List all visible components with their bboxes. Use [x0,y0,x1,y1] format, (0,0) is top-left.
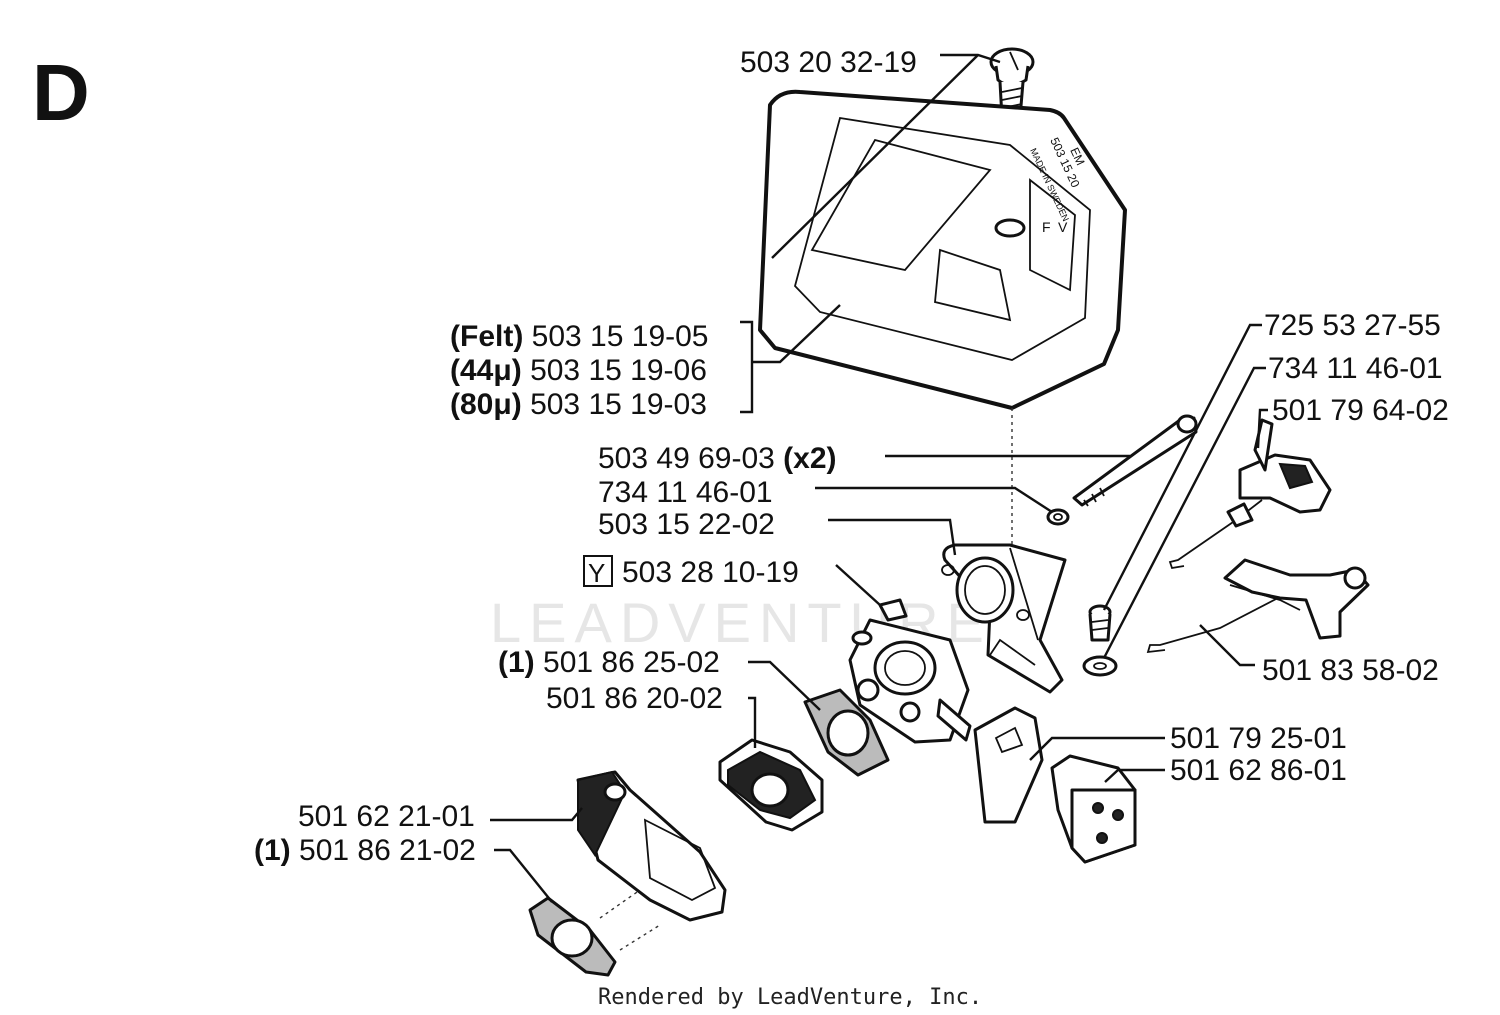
intake-flange-drawing [576,770,727,922]
label-filter-80: (80μ) 503 15 19-03 [450,388,707,421]
washer-left-drawing [1046,508,1070,526]
insulator-drawing [718,738,824,832]
leader-gasket-lower [494,848,553,903]
cover-mark-4: F [1042,219,1051,235]
leader-block [1104,768,1165,783]
filter-holder-drawing [941,543,1067,694]
label-screw-top: 503 20 32-19 [740,46,917,79]
throttle-link-drawing [1146,558,1370,654]
leader-filter-holder [828,518,957,556]
leader-washer-left [815,486,1053,514]
label-screw-right: 725 53 27-55 [1264,309,1441,342]
block-drawing [1050,754,1137,864]
carburetor-number: 503 28 10-19 [622,556,799,589]
gasket-upper-drawing [803,688,890,777]
screw-right-drawing [1088,604,1112,642]
cover-mark-2: EM [1067,145,1087,167]
leader-filter [752,304,841,364]
label-plate: 501 79 25-01 [1170,722,1347,755]
filter-cover-drawing: 503 15 20 EM MADE IN SWEDEN F V [758,89,1127,545]
carburetor-marker: Y [588,558,605,588]
footer-credit: Rendered by LeadVenture, Inc. [598,985,982,1010]
long-bolt-drawing [1072,414,1198,507]
label-choke-lever: 501 79 64-02 [1272,394,1449,427]
leader-choke-lever [1256,408,1268,449]
label-carburetor: Y 503 28 10-19 [583,555,799,589]
washer-right-drawing [1082,655,1118,677]
leader-screw-top-down [771,54,979,259]
label-long-bolt: 503 49 69-03 (x2) [598,442,837,475]
label-gasket-upper: (1) 501 86 25-02 [498,646,720,679]
label-intake-flange: 501 62 21-01 [298,800,475,833]
leader-throttle-link [1199,624,1255,667]
label-throttle-link: 501 83 58-02 [1262,654,1439,687]
section-letter: D [32,48,90,137]
leader-washer-right [1102,366,1266,659]
label-block: 501 62 86-01 [1170,754,1347,787]
leader-carburetor [835,564,881,606]
leader-insulator [748,696,757,748]
leader-plate [1029,736,1165,761]
leader-intake-flange [490,807,583,822]
leader-screw-right [1102,323,1262,611]
label-filter-felt: (Felt) 503 15 19-05 [450,320,709,353]
carburetor-marker-box [583,555,613,587]
gasket-lower-drawing [528,889,661,977]
plate-drawing [973,706,1044,824]
label-filter-44: (44μ) 503 15 19-06 [450,354,707,387]
label-insulator: 501 86 20-02 [546,682,723,715]
label-filter-holder: 503 15 22-02 [598,508,775,541]
choke-lever-drawing [1168,418,1332,570]
label-washer-left: 734 11 46-01 [598,476,773,509]
leader-gasket-upper [748,660,821,711]
label-washer-right: 734 11 46-01 [1268,352,1443,385]
carburetor-drawing [848,598,972,744]
label-gasket-lower: (1) 501 86 21-02 [254,834,476,867]
bracket-filter [740,320,754,414]
cover-mark-5: V [1058,219,1068,235]
